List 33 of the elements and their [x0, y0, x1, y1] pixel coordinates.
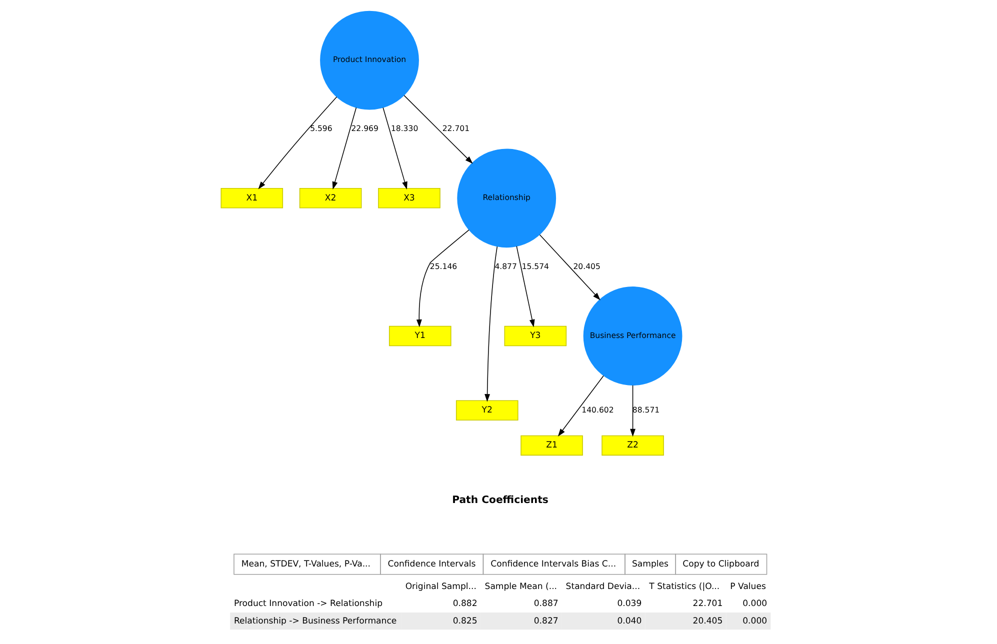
- label: Copy to Clipboard: [682, 559, 759, 570]
- label: 0.000: [742, 599, 767, 610]
- label: 0.040: [616, 616, 642, 626]
- label: Product Innovation -> Relationship: [233, 599, 382, 610]
- label: 20.405: [692, 616, 722, 626]
- label: Sample Mean (...: [484, 582, 557, 592]
- label: Mean, STDEV, T-Values, P-Va...: [240, 559, 370, 570]
- label: 0.882: [452, 599, 477, 610]
- edge-label: 22.701: [442, 124, 470, 134]
- edge-label: 88.571: [632, 405, 660, 414]
- edge-label: 25.146: [429, 262, 457, 272]
- edge-label: 18.330: [390, 124, 418, 134]
- edge-label: 15.574: [521, 262, 549, 272]
- label: Standard Devia...: [565, 582, 640, 592]
- edge-label: 20.405: [572, 262, 600, 272]
- label: 0.825: [452, 616, 477, 626]
- label: Samples: [632, 559, 668, 570]
- label: 0.039: [616, 599, 642, 610]
- label: Relationship -> Business Performance: [233, 616, 396, 626]
- label: T Statistics (|O...: [648, 582, 720, 592]
- label: 0.887: [533, 599, 558, 610]
- label: 0.000: [742, 616, 767, 626]
- label: 22.701: [692, 599, 722, 610]
- label: Confidence Intervals Bias C...: [490, 559, 616, 570]
- label: Path Coefficients: [452, 495, 548, 506]
- edge-label: 22.969: [350, 124, 378, 134]
- label: P Values: [730, 582, 766, 592]
- edge-label: 140.602: [581, 405, 614, 414]
- label: Original Sampl...: [404, 582, 476, 592]
- edge-label: 5.596: [310, 124, 332, 134]
- label: Confidence Intervals: [387, 559, 476, 570]
- label: 0.827: [533, 616, 558, 626]
- edge-label: 4.877: [494, 262, 516, 272]
